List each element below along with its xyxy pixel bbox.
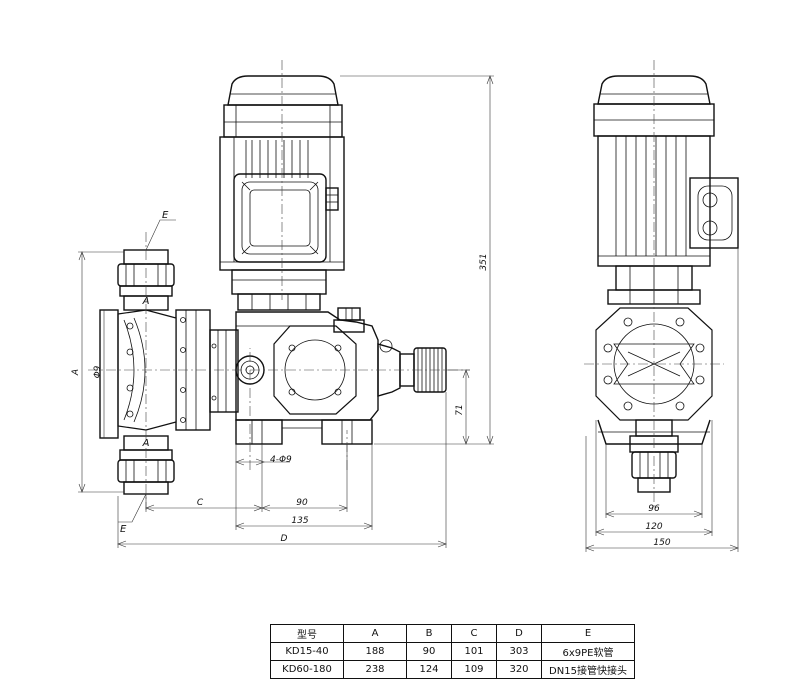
cell-model: KD15-40 [270,642,344,661]
cell-B: 124 [406,660,452,679]
table-row: KD60-180 238 124 109 320 DN15接管快接头 [270,660,635,679]
header-E: E [541,624,635,643]
dim-71-label: 71 [455,404,465,415]
cell-B: 90 [406,642,452,661]
dim-E-top-label: E [162,210,169,221]
cell-C: 101 [451,642,497,661]
front-view: 351 71 A Φ9 A A E E 4-Φ9 [71,60,494,548]
motor-flange [231,269,327,311]
header-D: D [496,624,542,643]
cell-A: 238 [343,660,407,679]
dim-E-bottom-label: E [120,524,127,535]
header-model: 型号 [270,624,344,643]
cell-C: 109 [451,660,497,679]
base-feet [235,419,373,445]
motor-cap [223,75,343,138]
header-C: C [451,624,497,643]
side-dim-150-label: 150 [653,538,670,548]
dim-D-label: D [281,534,288,544]
side-dim-96-label: 96 [648,504,660,514]
table-row: KD15-40 188 90 101 303 6x9PE软管 [270,642,635,661]
dim-90-label: 90 [296,498,308,508]
header-B: B [406,624,452,643]
cell-E: 6x9PE软管 [541,642,635,661]
dim-phi9-label: Φ9 [93,365,103,378]
port-mark-top: A [142,296,150,307]
port-mark-bottom: A [142,438,150,449]
dim-4phi9-label: 4-Φ9 [270,455,292,465]
header-A: A [343,624,407,643]
cell-model: KD60-180 [270,660,344,679]
cell-A: 188 [343,642,407,661]
top-fitting [333,307,365,333]
pump-head [99,309,211,439]
side-dim-120-label: 120 [645,522,662,532]
cell-D: 320 [496,660,542,679]
cell-E: DN15接管快接头 [541,660,635,679]
technical-drawing: 351 71 A Φ9 A A E E 4-Φ9 [71,60,739,552]
stroke-adjust-knob [377,339,447,397]
spec-table: 型号 A B C D E KD15-40 188 90 101 303 6x9P… [270,624,635,679]
table-header-row: 型号 A B C D E [270,624,635,643]
dim-C-label: C [197,498,204,508]
cell-D: 303 [496,642,542,661]
side-view: 96 120 150 [584,60,739,552]
dim-351-label: 351 [479,253,489,270]
dim-135-label: 135 [291,516,308,526]
dim-A-label: A [71,369,81,376]
